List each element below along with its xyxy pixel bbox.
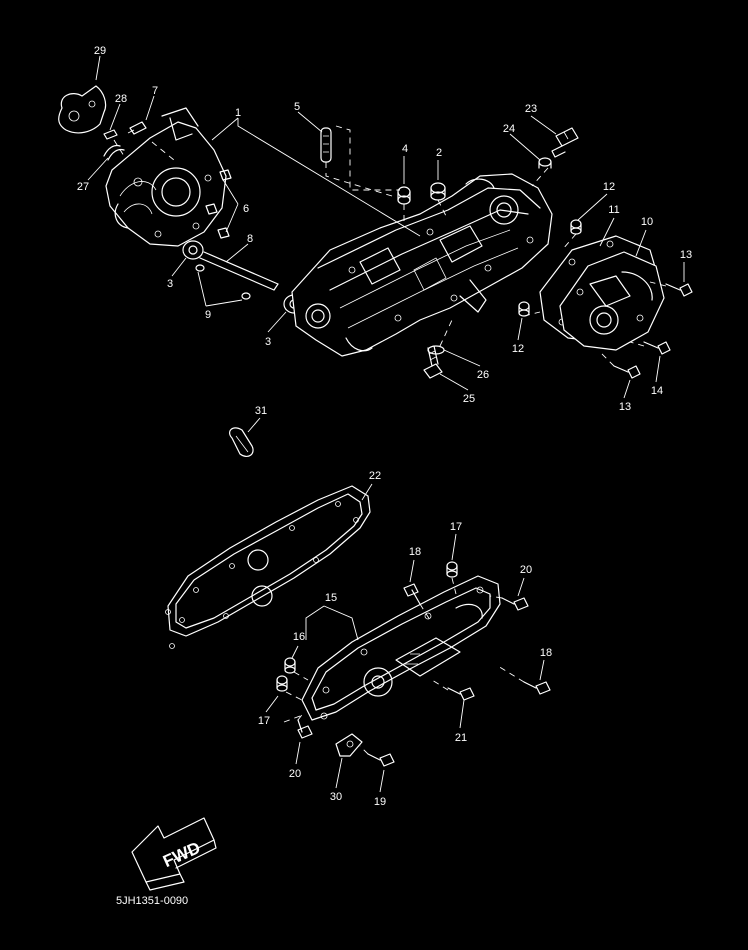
callout-9: 9 — [205, 309, 211, 321]
callout-10: 10 — [641, 216, 653, 228]
callout-17-top: 17 — [450, 521, 462, 533]
part-18-bolt-right — [523, 681, 551, 695]
callout-28: 28 — [115, 93, 127, 105]
diagram-code: 5JH1351-0090 — [116, 895, 188, 907]
callout-19: 19 — [374, 796, 386, 808]
part-12-dowel-upper — [570, 219, 582, 235]
callout-3-lower: 3 — [265, 336, 271, 348]
leader-lines — [87, 55, 685, 793]
callout-22: 22 — [369, 470, 381, 482]
callout-4: 4 — [402, 143, 408, 155]
part-29-gasket — [58, 85, 107, 134]
fwd-label: FWD — [160, 838, 203, 871]
part-17-dowel-top — [446, 561, 458, 578]
callout-labels: 29 28 7 1 5 23 24 4 2 27 6 8 3 9 3 12 11… — [77, 45, 692, 808]
part-28-bolt — [103, 129, 118, 140]
callout-14: 14 — [651, 385, 663, 397]
callout-1: 1 — [235, 107, 241, 119]
part-23-drain-plug — [551, 127, 579, 158]
callout-21: 21 — [455, 732, 467, 744]
callout-8: 8 — [247, 233, 253, 245]
part-13-bolt-lower — [613, 365, 641, 379]
callout-16: 16 — [293, 631, 305, 643]
part-8-shaft — [199, 251, 279, 291]
callout-26: 26 — [477, 369, 489, 381]
part-24-washer — [538, 157, 552, 169]
callout-31: 31 — [255, 405, 267, 417]
callout-2: 2 — [436, 147, 442, 159]
assembly-lines — [113, 125, 667, 755]
callout-13-lower: 13 — [619, 401, 631, 413]
callout-5: 5 — [294, 101, 300, 113]
callout-29: 29 — [94, 45, 106, 57]
part-10-crankcase-cover — [559, 251, 665, 351]
callout-6: 6 — [243, 203, 249, 215]
part-17-dowel-left — [276, 675, 288, 692]
part-2-dowel — [430, 182, 446, 201]
part-20-bolt-right — [501, 597, 529, 611]
callout-25: 25 — [463, 393, 475, 405]
callout-15: 15 — [325, 592, 337, 604]
callout-20-right: 20 — [520, 564, 532, 576]
callout-7: 7 — [152, 85, 158, 97]
part-18-bolt-top — [403, 583, 421, 605]
part-30-bracket — [335, 733, 363, 757]
callout-20-lower: 20 — [289, 768, 301, 780]
part-27-clip — [103, 144, 125, 161]
part-16-dowel — [284, 657, 296, 674]
fwd-arrow: FWD — [131, 817, 217, 891]
part-4-dowel — [397, 186, 411, 205]
part-20-bolt-lower — [297, 719, 313, 739]
part-5-pin — [320, 127, 332, 163]
part-13-bolt-upper — [665, 283, 693, 297]
callout-12-lower: 12 — [512, 343, 524, 355]
part-1-crankcase — [291, 173, 553, 357]
callout-24: 24 — [503, 123, 515, 135]
callout-17-left: 17 — [258, 715, 270, 727]
callout-23: 23 — [525, 103, 537, 115]
callout-12-upper: 12 — [603, 181, 615, 193]
part-3-bearing-upper — [182, 240, 204, 260]
callout-27: 27 — [77, 181, 89, 193]
part-15-crankcase-cover — [301, 575, 501, 721]
part-9-dowel-pins — [195, 264, 251, 300]
part-22-cover-gasket — [165, 485, 371, 649]
part-19-bolt — [367, 753, 395, 767]
part-14-bolt — [643, 341, 671, 355]
part-25-bolt — [423, 345, 443, 379]
callout-18-top: 18 — [409, 546, 421, 558]
callout-3-upper: 3 — [167, 278, 173, 290]
callout-18-right: 18 — [540, 647, 552, 659]
callout-11: 11 — [608, 204, 619, 216]
part-12-dowel-lower — [518, 301, 530, 317]
part-21-bolt — [447, 687, 475, 701]
callout-30: 30 — [330, 791, 342, 803]
part-31-clip — [229, 427, 254, 458]
callout-13-upper: 13 — [680, 249, 692, 261]
part-7-bolt — [127, 121, 147, 135]
part-6-pump-cover — [105, 107, 232, 247]
